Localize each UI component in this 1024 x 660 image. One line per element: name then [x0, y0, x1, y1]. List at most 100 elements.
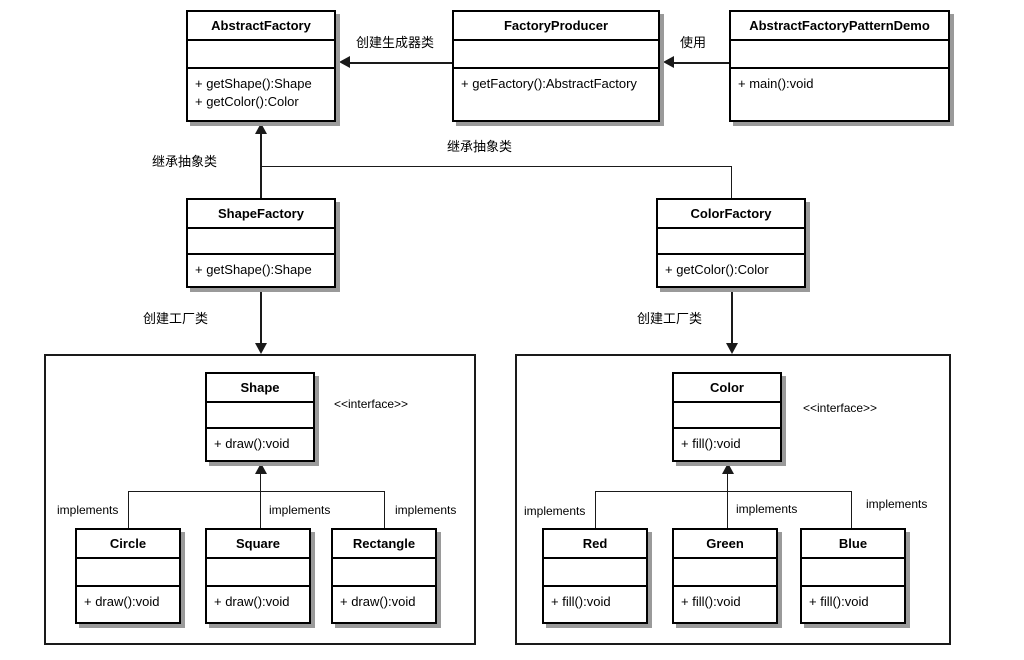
arrowhead-left-factory-producer [663, 56, 674, 68]
op-line: + getColor():Color [195, 93, 299, 109]
class-name-shape-factory: ShapeFactory [188, 200, 334, 229]
class-ops-color: + fill():void [674, 429, 780, 459]
edge-color-factory-to-color-panel [731, 288, 733, 343]
panel-shape-group [44, 354, 476, 645]
panel-color-group [515, 354, 951, 645]
class-box-shape-factory[interactable]: ShapeFactory + getShape():Shape [186, 198, 336, 288]
op-line: + getFactory():AbstractFactory [461, 76, 637, 91]
edge-implements-bar-shape [128, 491, 384, 492]
class-attrs-shape [207, 403, 313, 429]
class-attrs-shape-factory [188, 229, 334, 255]
class-name-color-factory: ColorFactory [658, 200, 804, 229]
class-ops-demo: + main():void [731, 69, 948, 99]
edge-blue-to-bar-vertical [851, 491, 852, 533]
class-box-circle[interactable]: Circle + draw():void [75, 528, 181, 624]
op-line: + draw():void [214, 594, 290, 609]
arrowhead-down-shape-panel [255, 343, 267, 354]
class-name-factory-producer: FactoryProducer [454, 12, 658, 41]
edge-label-inherit-abstract-left: 继承抽象类 [152, 154, 218, 169]
class-name-blue: Blue [802, 530, 904, 559]
edge-factory-producer-to-abstract-factory [350, 62, 452, 64]
implements-label-rectangle: implements [395, 503, 457, 517]
edge-rectangle-to-bar-vertical [384, 491, 385, 533]
class-box-square[interactable]: Square + draw():void [205, 528, 311, 624]
edge-green-to-color-vertical [727, 474, 728, 533]
class-attrs-rectangle [333, 559, 435, 587]
class-box-abstract-factory[interactable]: AbstractFactory + getShape():Shape + get… [186, 10, 336, 122]
op-line: + getShape():Shape [195, 76, 312, 91]
class-box-abstract-factory-pattern-demo[interactable]: AbstractFactoryPatternDemo + main():void [729, 10, 950, 122]
implements-label-circle: implements [57, 503, 119, 517]
arrowhead-up-abstract-factory-from-shape-factory [255, 123, 267, 134]
class-ops-square: + draw():void [207, 587, 309, 617]
edge-label-create-factory-left: 创建工厂类 [143, 311, 209, 326]
edge-label-create-producer: 创建生成器类 [356, 35, 435, 50]
class-box-color[interactable]: Color + fill():void [672, 372, 782, 462]
edge-demo-to-factory-producer [674, 62, 729, 64]
edge-square-to-shape-vertical [260, 474, 261, 533]
class-box-rectangle[interactable]: Rectangle + draw():void [331, 528, 437, 624]
class-ops-shape-factory: + getShape():Shape [188, 255, 334, 285]
stereotype-label-shape: <<interface>> [334, 397, 409, 411]
op-line: + main():void [738, 76, 814, 91]
op-line: + getShape():Shape [195, 262, 312, 277]
edge-red-to-bar-vertical [595, 491, 596, 533]
edge-label-uses: 使用 [680, 35, 707, 50]
class-ops-abstract-factory: + getShape():Shape + getColor():Color [188, 69, 334, 116]
class-box-shape[interactable]: Shape + draw():void [205, 372, 315, 462]
edge-implements-bar-color [595, 491, 851, 492]
class-name-abstract-factory-pattern-demo: AbstractFactoryPatternDemo [731, 12, 948, 41]
class-attrs-color-factory [658, 229, 804, 255]
class-ops-rectangle: + draw():void [333, 587, 435, 617]
class-name-circle: Circle [77, 530, 179, 559]
class-attrs-red [544, 559, 646, 587]
implements-label-green: implements [736, 502, 798, 516]
class-name-color: Color [674, 374, 780, 403]
class-box-color-factory[interactable]: ColorFactory + getColor():Color [656, 198, 806, 288]
class-box-red[interactable]: Red + fill():void [542, 528, 648, 624]
class-name-shape: Shape [207, 374, 313, 403]
class-ops-blue: + fill():void [802, 587, 904, 617]
class-name-rectangle: Rectangle [333, 530, 435, 559]
class-attrs-factory-producer [454, 41, 658, 69]
arrowhead-up-shape [255, 463, 267, 474]
class-ops-factory-producer: + getFactory():AbstractFactory [454, 69, 658, 99]
edge-label-inherit-abstract-right: 继承抽象类 [447, 139, 513, 154]
arrowhead-up-color [722, 463, 734, 474]
op-line: + draw():void [214, 436, 290, 451]
stereotype-label-color: <<interface>> [803, 401, 878, 415]
op-line: + fill():void [809, 594, 869, 609]
class-box-blue[interactable]: Blue + fill():void [800, 528, 906, 624]
edge-label-create-factory-right: 创建工厂类 [637, 311, 703, 326]
class-attrs-demo [731, 41, 948, 69]
class-ops-red: + fill():void [544, 587, 646, 617]
op-line: + fill():void [681, 436, 741, 451]
class-name-red: Red [544, 530, 646, 559]
implements-label-square: implements [269, 503, 331, 517]
arrowhead-left-abstract-factory [339, 56, 350, 68]
class-name-square: Square [207, 530, 309, 559]
implements-label-blue: implements [866, 497, 928, 511]
op-line: + draw():void [84, 594, 160, 609]
class-ops-circle: + draw():void [77, 587, 179, 617]
arrowhead-down-color-panel [726, 343, 738, 354]
edge-shape-factory-to-shape-panel [260, 288, 262, 343]
op-line: + getColor():Color [665, 262, 769, 277]
edge-color-factory-inherit-vertical [731, 166, 732, 198]
class-ops-green: + fill():void [674, 587, 776, 617]
class-ops-shape: + draw():void [207, 429, 313, 459]
op-line: + draw():void [340, 594, 416, 609]
implements-label-red: implements [524, 504, 586, 518]
class-box-green[interactable]: Green + fill():void [672, 528, 778, 624]
op-line: + fill():void [681, 594, 741, 609]
class-name-green: Green [674, 530, 776, 559]
class-name-abstract-factory: AbstractFactory [188, 12, 334, 41]
edge-inherit-horizontal-bar [260, 166, 732, 167]
class-box-factory-producer[interactable]: FactoryProducer + getFactory():AbstractF… [452, 10, 660, 122]
op-line: + fill():void [551, 594, 611, 609]
class-attrs-blue [802, 559, 904, 587]
class-attrs-color [674, 403, 780, 429]
class-ops-color-factory: + getColor():Color [658, 255, 804, 285]
class-attrs-green [674, 559, 776, 587]
